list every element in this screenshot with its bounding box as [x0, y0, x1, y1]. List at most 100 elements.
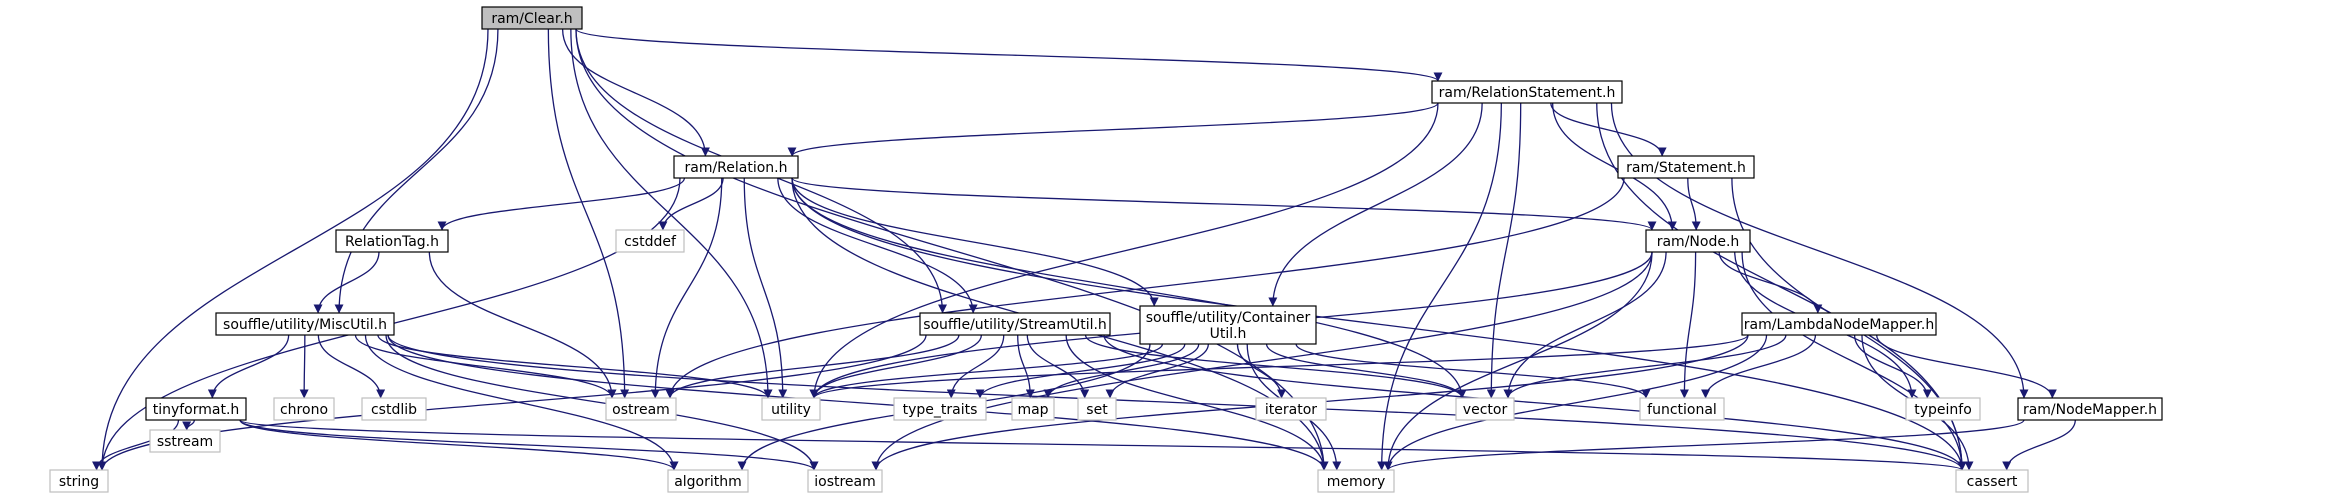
- node-label: souffle/utility/MiscUtil.h: [223, 317, 387, 333]
- node-label: typeinfo: [1914, 402, 1972, 418]
- node-label: utility: [771, 402, 811, 418]
- include-edge-miscutil-to-iostream: [385, 334, 819, 471]
- include-edge-streamutil-to-set: [1026, 334, 1090, 399]
- include-edge-relstmt-to-relation: [787, 102, 1439, 157]
- include-edge-clear-to-ostream: [547, 28, 630, 399]
- include-edge-lambdanm-to-memory: [1383, 334, 1768, 471]
- include-edge-relstmt-to-statement: [1550, 102, 1667, 157]
- node-label: souffle/utility/StreamUtil.h: [923, 317, 1107, 333]
- node-label-line2: Util.h: [1210, 326, 1247, 342]
- include-edge-node-to-iostream: [871, 251, 1653, 471]
- node-label: ram/LambdaNodeMapper.h: [1744, 317, 1934, 333]
- include-edge-relation-to-containerutil: [791, 177, 1159, 307]
- include-edge-clear-to-string: [97, 28, 489, 471]
- node-ram-statement-h[interactable]: ram/Statement.h: [1617, 155, 1755, 179]
- node-typeinfo[interactable]: typeinfo: [1905, 397, 1981, 421]
- node-ram-node-h[interactable]: ram/Node.h: [1645, 229, 1751, 253]
- include-edge-node-to-functional: [1679, 251, 1697, 399]
- include-edge-clear-to-relstmt: [575, 28, 1443, 82]
- include-edge-clear-to-utility: [570, 28, 773, 399]
- include-edge-relation-to-streamutil: [777, 177, 978, 314]
- node-ram-relationstatement-h[interactable]: ram/RelationStatement.h: [1431, 80, 1623, 104]
- node-ostream[interactable]: ostream: [605, 397, 677, 421]
- include-edge-node-to-lambdanm: [1718, 251, 1823, 314]
- node-label: map: [1017, 402, 1048, 418]
- node-cstddef[interactable]: cstddef: [615, 229, 685, 253]
- include-edge-containerutil-to-map: [1043, 343, 1200, 399]
- node-label: cstddef: [624, 234, 677, 250]
- node-label: type_traits: [903, 402, 978, 418]
- include-edge-relationtag-to-miscutil: [313, 251, 380, 314]
- include-edge-streamutil-to-memory: [1065, 334, 1329, 471]
- node-label: ram/Statement.h: [1626, 160, 1746, 176]
- include-edge-tinyformat-to-cassert: [239, 419, 1966, 471]
- node-souffle-utility-miscutil-h[interactable]: souffle/utility/MiscUtil.h: [215, 312, 395, 336]
- node-vector[interactable]: vector: [1455, 397, 1515, 421]
- include-edge-lambdanm-to-functional: [1701, 334, 1817, 399]
- include-edge-containerutil-to-type_traits: [975, 343, 1186, 399]
- include-edge-node-to-vector: [1503, 251, 1667, 399]
- node-ram-lambdanodemapper-h[interactable]: ram/LambdaNodeMapper.h: [1741, 312, 1937, 336]
- node-map[interactable]: map: [1011, 397, 1055, 421]
- include-edge-nodemapper-to-memory: [1383, 419, 2025, 471]
- node-label: iterator: [1265, 402, 1317, 418]
- node-set[interactable]: set: [1077, 397, 1117, 421]
- node-label: ram/RelationStatement.h: [1439, 85, 1616, 101]
- node-ram-clear-h[interactable]: ram/Clear.h: [481, 6, 583, 30]
- include-edge-miscutil-to-chrono: [299, 334, 309, 399]
- include-edge-streamutil-to-map: [1017, 334, 1035, 399]
- include-edge-relation-to-cstddef: [658, 177, 724, 231]
- include-edge-tinyformat-to-iostream: [239, 419, 819, 471]
- include-edge-tinyformat-to-sstream: [182, 419, 195, 431]
- include-edge-nodemapper-to-cassert: [2002, 419, 2076, 471]
- include-edge-miscutil-to-tinyformat: [207, 334, 290, 399]
- node-label: algorithm: [674, 474, 742, 490]
- node-label: ram/NodeMapper.h: [2023, 402, 2157, 418]
- include-edge-relstmt-to-memory: [1377, 102, 1502, 471]
- node-relationtag-h[interactable]: RelationTag.h: [335, 229, 449, 253]
- node-label: cassert: [1967, 474, 2018, 490]
- node-cassert[interactable]: cassert: [1955, 469, 2029, 493]
- node-algorithm[interactable]: algorithm: [667, 469, 749, 493]
- include-edge-relation-to-node: [791, 177, 1657, 231]
- node-chrono[interactable]: chrono: [273, 397, 335, 421]
- node-functional[interactable]: functional: [1639, 397, 1725, 421]
- include-edge-clear-to-memory: [575, 28, 1329, 471]
- node-sstream[interactable]: sstream: [149, 429, 221, 453]
- node-ram-nodemapper-h[interactable]: ram/NodeMapper.h: [2017, 397, 2163, 421]
- include-edge-containerutil-to-iterator: [1236, 343, 1287, 399]
- node-ram-relation-h[interactable]: ram/Relation.h: [673, 155, 799, 179]
- include-edge-node-to-cassert: [1741, 251, 1967, 471]
- include-edge-clear-to-miscutil: [334, 28, 499, 314]
- include-edge-miscutil-to-cstdlib: [317, 334, 386, 399]
- include-edge-relstmt-to-utility: [809, 102, 1439, 399]
- include-edge-relstmt-to-node: [1552, 102, 1677, 231]
- node-label: ostream: [612, 402, 670, 418]
- node-utility[interactable]: utility: [761, 397, 821, 421]
- include-edge-statement-to-ostream: [665, 177, 1625, 399]
- node-iterator[interactable]: iterator: [1255, 397, 1327, 421]
- node-iostream[interactable]: iostream: [807, 469, 883, 493]
- include-edge-clear-to-relation: [561, 28, 710, 157]
- node-tinyformat-h[interactable]: tinyformat.h: [145, 397, 247, 421]
- node-label-line1: souffle/utility/Container: [1146, 310, 1311, 326]
- node-souffle-utility-streamutil-h[interactable]: souffle/utility/StreamUtil.h: [919, 312, 1111, 336]
- node-label: ram/Clear.h: [491, 11, 572, 27]
- node-type-traits[interactable]: type_traits: [893, 397, 987, 421]
- include-edge-lambdanm-to-typeinfo: [1853, 334, 1932, 399]
- node-label: set: [1086, 402, 1108, 418]
- include-edge-miscutil-to-cassert: [387, 334, 1967, 471]
- node-cstdlib[interactable]: cstdlib: [361, 397, 427, 421]
- include-edge-relation-to-relationtag: [437, 177, 686, 231]
- include-edge-streamutil-to-type_traits: [946, 334, 1005, 399]
- node-label: ram/Node.h: [1657, 234, 1740, 250]
- node-string[interactable]: string: [49, 469, 109, 493]
- node-label: memory: [1327, 474, 1386, 490]
- include-edge-relstmt-to-vector: [1486, 102, 1522, 399]
- include-edge-relstmt-to-containerutil: [1268, 102, 1483, 307]
- include-edge-streamutil-to-ostream: [665, 334, 960, 399]
- node-souffle-utility-containerutil-h[interactable]: souffle/utility/Container Util.h: [1139, 305, 1317, 345]
- node-memory[interactable]: memory: [1317, 469, 1395, 493]
- include-edge-miscutil-to-ostream: [354, 334, 617, 399]
